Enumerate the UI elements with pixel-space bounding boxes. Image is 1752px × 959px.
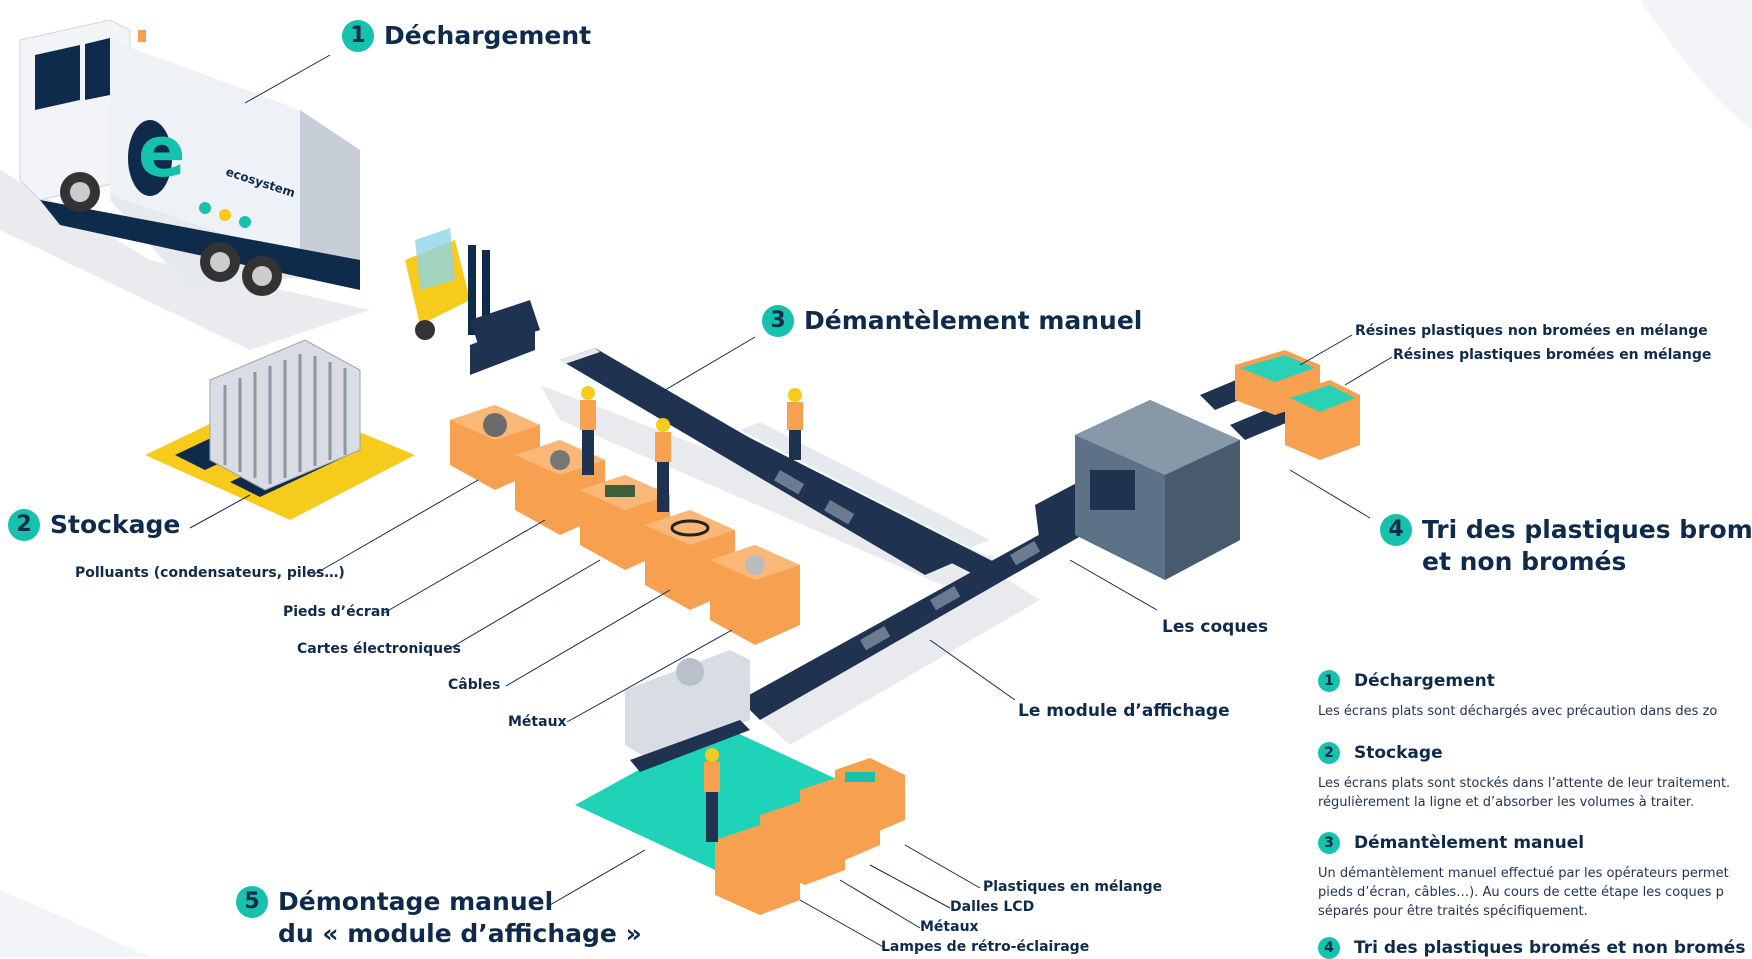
label-metaux-2: Métaux [920, 919, 979, 935]
step-title: Déchargement [384, 21, 592, 50]
label-lampes: Lampes de rétro-éclairage [881, 939, 1090, 955]
label-dalles-lcd: Dalles LCD [950, 899, 1035, 915]
step-title: Démontage manuel [278, 887, 554, 916]
svg-text:e: e [138, 111, 185, 193]
truck-illustration: e ecosystem [19, 19, 360, 296]
step-title: Stockage [50, 510, 181, 539]
step-title: Tri des plastiques bromés [1422, 515, 1752, 544]
label-plastiques-melange: Plastiques en mélange [983, 879, 1163, 895]
step-title-line-2: et non bromés [1422, 547, 1627, 576]
label-polluants: Polluants (condensateurs, piles…) [75, 565, 345, 581]
label-pieds: Pieds d’écran [283, 604, 391, 620]
description-title: Démantèlement manuel [1354, 833, 1585, 853]
description-text: Les écrans plats sont déchargés avec pré… [1318, 704, 1718, 719]
step-number: 1 [342, 20, 374, 52]
description-number: 1 [1318, 670, 1340, 692]
label-module: Le module d’affichage [1018, 701, 1230, 721]
description-text: pieds d’écran, câbles…). Au cours de cet… [1318, 885, 1724, 900]
description-title: Tri des plastiques bromés et non bromés [1354, 938, 1746, 958]
description-3: 3 Démantèlement manuel Un démantèlement … [1318, 832, 1752, 921]
description-number: 4 [1318, 937, 1340, 959]
step-1-heading: 1 Déchargement [342, 20, 591, 52]
description-title: Déchargement [1354, 671, 1495, 691]
label-cartes: Cartes électroniques [297, 641, 461, 657]
forklift-illustration [405, 228, 540, 375]
workers-illustration [580, 386, 803, 842]
description-text: Un démantèlement manuel effectué par les… [1318, 866, 1729, 881]
step-5-heading: 5 Démontage manuel du « module d’afficha… [236, 886, 642, 950]
label-coques: Les coques [1162, 617, 1269, 637]
storage-area-illustration [145, 339, 415, 520]
step-3-heading: 3 Démantèlement manuel [762, 305, 1142, 337]
label-cables: Câbles [448, 677, 501, 693]
leader-lines [189, 54, 1393, 949]
step-4-heading: 4 Tri des plastiques bromés et non bromé… [1380, 514, 1752, 578]
label-resines-non-bromees: Résines plastiques non bromées en mélang… [1355, 323, 1708, 339]
description-text: régulièrement la ligne et d’absorber les… [1318, 795, 1695, 810]
sorting-machine-illustration [1075, 350, 1360, 580]
step-number: 4 [1380, 514, 1412, 546]
label-resines-bromees: Résines plastiques bromées en mélange [1393, 347, 1712, 363]
step-2-heading: 2 Stockage [8, 509, 180, 541]
description-1: 1 Déchargement Les écrans plats sont déc… [1318, 670, 1752, 721]
label-metaux: Métaux [508, 714, 567, 730]
description-title: Stockage [1354, 743, 1443, 763]
description-4: 4 Tri des plastiques bromés et non bromé… [1318, 937, 1752, 959]
description-number: 3 [1318, 832, 1340, 854]
step-title: Démantèlement manuel [804, 306, 1143, 335]
step-number: 2 [8, 509, 40, 541]
description-number: 2 [1318, 742, 1340, 764]
description-text: Les écrans plats sont stockés dans l’att… [1318, 776, 1731, 791]
step-number: 3 [762, 305, 794, 337]
description-2: 2 Stockage Les écrans plats sont stockés… [1318, 742, 1752, 812]
step-title-line-2: du « module d’affichage » [278, 919, 642, 948]
step-number: 5 [236, 886, 268, 918]
description-text: séparés pour être traités spécifiquement… [1318, 904, 1588, 919]
